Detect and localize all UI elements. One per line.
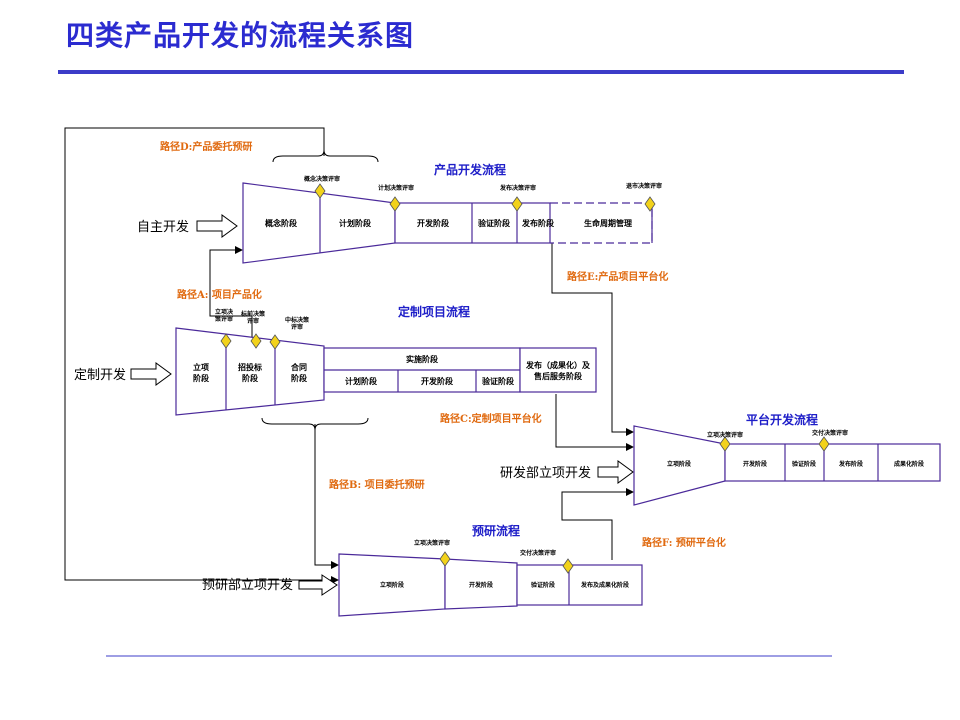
gate-label-platform-initiate: 立项决策评审 [707,431,743,439]
product-phase-release: 发布阶段 [521,218,554,228]
custom-entry-arrow [130,362,172,386]
custom-flow-title: 定制项目流程 [398,304,470,319]
preres-entry-arrow [298,574,338,596]
impl-sub-dev: 开发阶段 [421,376,453,386]
rnd-dept-label: 研发部立项开发 [500,465,591,481]
gate-label-retire: 退市决策评审 [626,182,662,190]
preres-phase-dev: 开发阶段 [469,581,493,589]
custom-release-box [519,347,597,393]
gate-diamond-prebid [250,333,262,349]
gate-diamond-release [511,196,523,212]
title-underline [58,70,904,74]
gate-diamond-plan [389,196,401,212]
gate-label-prebid: 标前决策评审 [240,310,265,325]
path-a-line [209,246,253,340]
preres-phase-release: 发布及成果化阶段 [580,581,629,589]
product-phase-plan: 计划阶段 [339,218,371,228]
product-phase-dev: 开发阶段 [417,218,449,228]
gate-label-win: 中标决策评审 [285,316,309,331]
custom-phase-contract: 合同阶段 [290,362,307,383]
path-e-label: 路径E:产品项目平台化 [567,270,668,283]
self-dev-label: 自主开发 [137,219,189,235]
gate-diamond-preres-deliver [562,558,574,574]
path-c-line [555,394,634,451]
gate-diamond-concept [314,183,326,199]
gate-diamond-preres-initiate [439,551,451,567]
path-f-label: 路径F: 预研平台化 [642,536,726,549]
impl-phase: 实施阶段 [406,354,438,364]
path-c-label: 路径C:定制项目平台化 [440,412,542,425]
product-brace [272,149,379,163]
gate-label-concept: 概念决策评审 [304,175,340,183]
gate-label-initiate: 立项决策评审 [214,308,234,323]
path-f-line [561,488,634,560]
product-flow-title: 产品开发流程 [434,162,506,177]
self-entry-arrow [196,214,238,238]
gate-diamond-retire [644,196,656,212]
path-b-label: 路径B: 项目委托预研 [329,478,425,491]
path-e-line [551,243,634,436]
gate-label-preres-initiate: 立项决策评审 [414,539,450,547]
impl-sub-plan: 计划阶段 [345,376,377,386]
platform-phase-bar [724,443,941,482]
path-a-label: 路径A: 项目产品化 [177,288,262,301]
gate-diamond-initiate [220,333,232,349]
page-title: 四类产品开发的流程关系图 [66,19,415,52]
platform-phase-release: 发布阶段 [838,460,863,468]
product-flow: 产品开发流程 概念阶段 计划阶段 开发阶段 验证阶段 发布阶段 生命周期管理 概… [242,162,662,264]
custom-flow: 定制项目流程 立项阶段 招投标阶段 合同阶段 实施阶段 计划阶段 开发阶段 验证… [175,304,597,416]
custom-dev-label: 定制开发 [74,367,126,383]
gate-label-release: 发布决策评审 [499,184,536,192]
path-b-line [314,424,339,569]
preresearch-phase-bar [516,564,643,606]
platform-phase-verify: 验证阶段 [792,460,816,468]
platform-phase-initiate: 立项阶段 [667,460,691,468]
product-phase-concept: 概念阶段 [265,218,297,228]
custom-phase-initiate: 立项阶段 [193,362,209,383]
platform-phase-dev: 开发阶段 [743,460,767,468]
preres-phase-verify: 验证阶段 [531,581,555,589]
gate-label-preres-deliver: 交付决策评审 [520,549,556,557]
gate-label-platform-deliver: 交付决策评审 [812,429,848,437]
custom-brace [261,417,369,431]
product-phase-lifecycle: 生命周期管理 [584,218,632,228]
path-d-label: 路径D:产品委托预研 [160,140,252,153]
product-phase-verify: 验证阶段 [478,218,510,228]
preresearch-flow-title: 预研流程 [472,523,520,538]
platform-flow-title: 平台开发流程 [746,412,818,427]
preresearch-flow: 预研流程 立项阶段 开发阶段 验证阶段 发布及成果化阶段 立项决策评审 交付决策… [338,523,643,617]
preres-dept-label: 预研部立项开发 [202,577,293,593]
gate-diamond-platform-deliver [818,436,830,452]
gate-diamond-platform-initiate [719,436,731,452]
rnd-entry-arrow [597,460,634,484]
gate-label-plan: 计划决策评审 [378,184,414,192]
platform-flow: 平台开发流程 立项阶段 开发阶段 验证阶段 发布阶段 成果化阶段 立项决策评审 … [633,412,941,506]
custom-release-phase: 发布（成果化）及售后服务阶段 [525,360,591,381]
custom-phase-bidding: 招投标阶段 [238,362,262,383]
path-d-line [64,127,339,584]
impl-sub-verify: 验证阶段 [482,376,514,386]
preres-phase-initiate: 立项阶段 [380,581,404,589]
gate-diamond-win [269,334,281,350]
platform-phase-result: 成果化阶段 [894,460,924,468]
